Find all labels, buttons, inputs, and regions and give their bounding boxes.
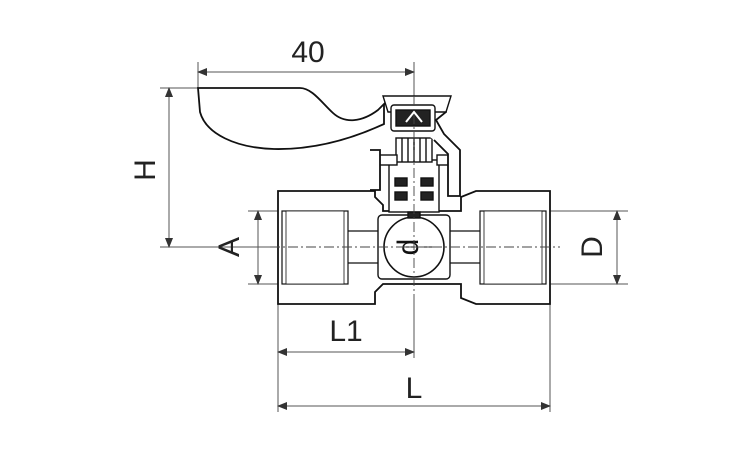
dimension-d-label: D <box>576 236 609 258</box>
dimension-bore-label: d <box>392 239 425 256</box>
dimension-d <box>548 210 628 285</box>
dimension-a <box>248 210 282 285</box>
handle-cap <box>382 95 452 132</box>
dimension-40 <box>197 62 415 100</box>
dimension-l <box>277 300 551 412</box>
dimension-a-label: A <box>213 237 246 257</box>
valve-body <box>277 190 551 305</box>
dimension-l1-label: L1 <box>329 315 362 348</box>
dimension-h-label: H <box>129 159 162 181</box>
dimension-l1 <box>277 300 415 412</box>
center-lines <box>270 96 560 300</box>
dimension-40-label: 40 <box>291 36 324 69</box>
dimension-l-label: L <box>406 372 423 405</box>
